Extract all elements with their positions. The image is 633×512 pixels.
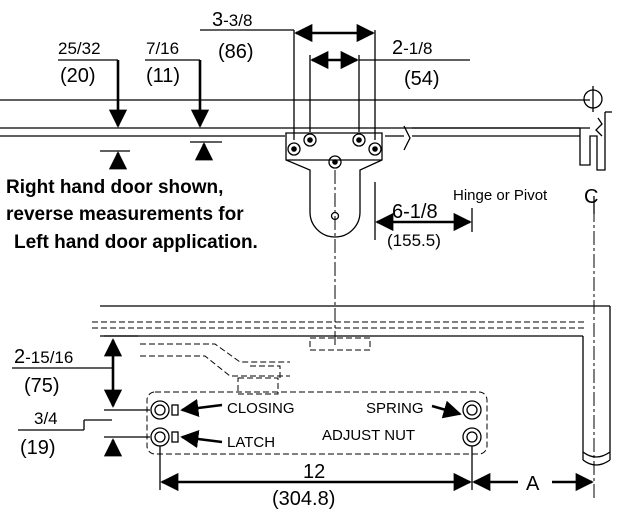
- dim-25-32: 25/32 (20): [58, 39, 130, 170]
- adjust-nut-label: ADJUST NUT: [322, 427, 415, 444]
- dim-3-3-8-mm: (86): [218, 41, 254, 63]
- centerline-symbol: C: [584, 186, 598, 208]
- hand-note: Right hand door shown, reverse measureme…: [6, 177, 258, 253]
- dim-2-15-16-mm: (75): [24, 375, 60, 397]
- dim-12-mm: (304.8): [272, 488, 335, 510]
- dim-3-3-8: 3-3/8 (86): [200, 9, 375, 63]
- extension-lines: [293, 30, 473, 240]
- spring-label: SPRING: [366, 400, 424, 417]
- dim-3-4-mm: (19): [20, 437, 56, 459]
- closer-body: [146, 391, 488, 455]
- screw-holes: [287, 133, 382, 221]
- dim-7-16: 7/16 (11): [145, 39, 222, 161]
- closing-label: CLOSING: [227, 400, 295, 417]
- hinge-label: Hinge or Pivot: [453, 187, 548, 204]
- dim-a: A: [472, 472, 594, 495]
- dim-6-1-8: 6-1/8 (155.5): [375, 201, 472, 250]
- dim-12: 12 (304.8): [159, 446, 473, 510]
- arm-assembly: [140, 337, 371, 395]
- note-line-1: Right hand door shown,: [6, 177, 223, 198]
- valve-labels: CLOSING LATCH SPRING ADJUST NUT: [180, 398, 462, 451]
- hinge-jamb-detail: [579, 86, 612, 171]
- dim-2-15-16-label: 2-15/16: [14, 346, 73, 368]
- dim-3-4-frac: 3/4: [34, 409, 58, 428]
- dim-3-3-8-label: 3-3/8: [212, 9, 252, 31]
- dim-2-15-16: 2-15/16 (75): [12, 335, 150, 411]
- dim-6-1-8-mm: (155.5): [387, 231, 441, 250]
- dim-25-32-mm: (20): [60, 65, 96, 87]
- door-frame-lower: [92, 305, 611, 466]
- frame-head-lines: [0, 99, 590, 151]
- dim-2-1-8-mm: (54): [404, 68, 440, 90]
- dim-6-1-8-label: 6-1/8: [392, 201, 438, 223]
- dim-7-16-mm: (11): [146, 65, 180, 87]
- note-line-3: Left hand door application.: [14, 232, 258, 253]
- dim-3-4: 3/4 (19): [18, 409, 150, 459]
- latch-label: LATCH: [227, 434, 275, 451]
- dim-12-label: 12: [303, 461, 325, 483]
- dim-25-32-frac: 25/32: [58, 39, 101, 58]
- dim-7-16-frac: 7/16: [146, 39, 179, 58]
- note-line-2: reverse measurements for: [6, 204, 244, 225]
- dim-2-1-8-label: 2-1/8: [392, 37, 432, 59]
- arm-bracket: [285, 132, 383, 238]
- dim-2-1-8: 2-1/8 (54): [310, 37, 470, 90]
- dim-a-label: A: [526, 473, 540, 495]
- hinge-centerline: Hinge or Pivot C: [453, 186, 598, 500]
